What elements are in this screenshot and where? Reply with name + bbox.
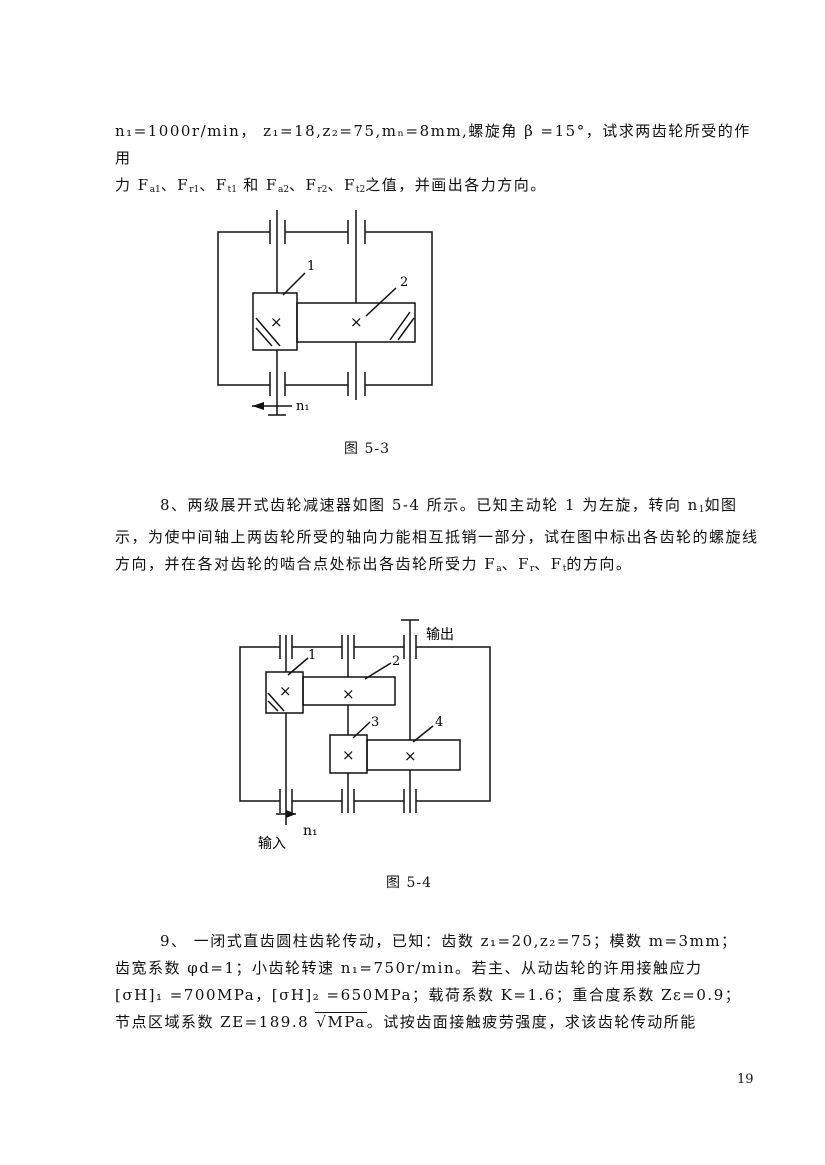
gear2-cross: ×	[342, 685, 355, 703]
problem8-part-b: 如图示，为使中间轴上两齿轮所受的轴向力能相互抵销一部分，试在图中标出各齿轮的螺旋…	[115, 496, 759, 573]
problem9-text-cont: 齿宽系数 φd=1；小齿轮转速 n₁=750r/min。若主、从动齿轮的许用接触…	[115, 955, 760, 1036]
sub-a1: a1	[149, 185, 161, 195]
sep: 、F	[289, 176, 318, 194]
problem7-text: n₁=1000r/min， z₁=18,z₂=75,mₙ=8mm,螺旋角 β =…	[115, 118, 760, 204]
sep: 、F	[199, 176, 228, 194]
n1-label: n₁	[296, 399, 310, 414]
problem9-line4b: 。试按齿面接触疲劳强度，求该齿轮传动所能	[366, 1013, 697, 1031]
problem8-text: 8、两级展开式齿轮减速器如图 5-4 所示。已知主动轮 1 为左旋，转向 n1如…	[115, 492, 760, 583]
problem7-line1-z: z₁=18,z₂=75,mₙ=8mm,	[263, 122, 469, 140]
gear2-label: 2	[392, 654, 400, 669]
problem8-part-e: 的方向。	[566, 555, 633, 573]
sub-a2: a2	[277, 185, 290, 195]
output-label: 输出	[426, 627, 454, 643]
sub-r1: r1	[189, 185, 200, 195]
gear4-cross: ×	[404, 747, 417, 765]
problem9-text: 9、 一闭式直齿圆柱齿轮传动，已知：齿数 z₁=20,z₂=75；模数 m=3m…	[115, 928, 760, 955]
gear2-label: 2	[400, 275, 408, 290]
sqrt-expression: √MPa	[315, 1012, 367, 1031]
figure-5-3-diagram: × × 1 2 n₁	[217, 210, 433, 416]
sub-t1: t1	[227, 185, 237, 195]
problem7-line1-n1: n₁=1000r/min，	[115, 122, 257, 140]
gear3-label: 3	[371, 715, 379, 730]
gear1-label: 1	[308, 648, 316, 663]
figure-5-4-diagram: × × × × 1 2 3 4 输出 输入 n₁	[239, 619, 491, 852]
problem9-line1: 9、 一闭式直齿圆柱齿轮传动，已知：齿数 z₁=20,z₂=75；模数 m=3m…	[160, 932, 738, 950]
problem7-line2: 力 F	[115, 176, 150, 194]
figure-5-3-caption: 图 5-3	[344, 441, 390, 457]
sep: 、F	[160, 176, 190, 194]
problem8-part-c: 、F	[501, 555, 530, 573]
problem8-part-d: 、F	[534, 555, 563, 573]
page-number: 19	[737, 1072, 754, 1087]
sub-r2: r2	[317, 185, 328, 195]
gear1-cross: ×	[270, 313, 283, 331]
n1-label: n₁	[303, 823, 318, 839]
gear2-cross: ×	[350, 313, 363, 331]
sub-a: a	[496, 564, 502, 574]
problem9-line2: 齿宽系数 φd=1；小齿轮转速 n₁=750r/min。若主、从动齿轮的许用接触…	[115, 959, 703, 977]
problem9-line3: [σH]₁ =700MPa，[σH]₂ =650MPa；载荷系数 K=1.6；重…	[115, 986, 742, 1004]
gear1-label: 1	[307, 259, 315, 274]
figure-5-4-caption: 图 5-4	[386, 875, 432, 891]
problem9-line4a: 节点区域系数 ZE=189.8	[115, 1013, 316, 1031]
gear1-cross: ×	[279, 682, 292, 700]
sub-1: 1	[698, 505, 705, 515]
sub-t: t	[562, 564, 567, 574]
problem7-line2-end: 之值，并画出各力方向。	[365, 176, 547, 194]
gear3-cross: ×	[342, 746, 355, 764]
gear4-label: 4	[435, 715, 443, 730]
problem7-line1-angle: 螺旋角 β =15°，试求两齿轮所受的作用	[115, 122, 751, 167]
sep: 、F	[327, 176, 356, 194]
sub-r: r	[529, 564, 535, 574]
sep: 和 F	[237, 176, 278, 194]
problem8-part-a: 8、两级展开式齿轮减速器如图 5-4 所示。已知主动轮 1 为左旋，转向 n	[160, 496, 699, 514]
input-label: 输入	[258, 836, 286, 852]
sub-t2: t2	[355, 185, 366, 195]
